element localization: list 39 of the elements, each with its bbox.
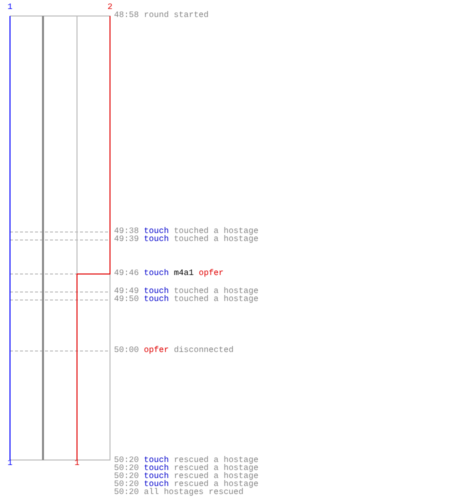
timestamp: 50:20 <box>114 473 139 481</box>
timestamp: 50:20 <box>114 481 139 489</box>
player-name: touch <box>144 296 169 304</box>
event-text: rescued a hostage <box>174 473 258 481</box>
event-text: rescued a hostage <box>174 481 258 489</box>
timestamp: 50:00 <box>114 347 139 355</box>
event-text: touched a hostage <box>174 296 258 304</box>
event-text: touched a hostage <box>174 236 258 244</box>
event-text: touched a hostage <box>174 228 258 236</box>
player-name: touch <box>144 288 169 296</box>
event-text: disconnected <box>174 347 234 355</box>
axis-number: 1 <box>8 460 12 468</box>
weapon-name: m4a1 <box>174 270 194 278</box>
timestamp: 49:38 <box>114 228 139 236</box>
event-text: all hostages rescued <box>144 489 244 497</box>
timestamp: 50:20 <box>114 465 139 473</box>
timestamp: 48:58 <box>114 12 139 20</box>
event-text: touched a hostage <box>174 288 258 296</box>
axis-number: 1 <box>8 4 12 12</box>
timestamp: 49:50 <box>114 296 139 304</box>
player-name: touch <box>144 270 169 278</box>
event-text: rescued a hostage <box>174 465 258 473</box>
player-name: touch <box>144 481 169 489</box>
timestamp: 50:20 <box>114 457 139 465</box>
player-name: opfer <box>144 347 169 355</box>
player-name: touch <box>144 473 169 481</box>
event-text: rescued a hostage <box>174 457 258 465</box>
player-name: touch <box>144 228 169 236</box>
player-name: touch <box>144 236 169 244</box>
axis-number: 2 <box>108 4 112 12</box>
axis-number: 1 <box>74 460 80 468</box>
timestamp: 49:49 <box>114 288 139 296</box>
player-name: opfer <box>198 270 224 278</box>
timestamp: 49:39 <box>114 236 139 244</box>
timestamp: 50:20 <box>114 489 139 497</box>
event-text: round started <box>144 12 209 20</box>
player-name: touch <box>144 465 169 473</box>
player-name: touch <box>144 457 169 465</box>
timestamp: 49:46 <box>114 270 139 278</box>
